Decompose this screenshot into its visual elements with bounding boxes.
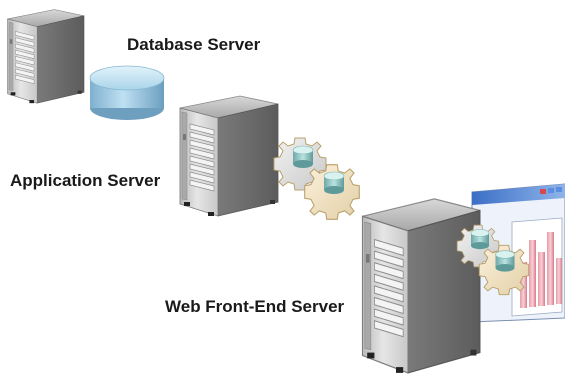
web-chart-bar-1 — [520, 262, 527, 308]
application-server-tower — [179, 95, 279, 217]
web-chart-bar-4 — [547, 232, 554, 305]
web-chart-bar-5 — [556, 258, 562, 304]
database-server-label: Database Server — [127, 35, 261, 54]
app-mini-database-icon-2 — [323, 171, 345, 195]
application-server-label: Application Server — [10, 171, 161, 190]
database-server-tower — [7, 9, 85, 104]
database-cylinder-icon — [89, 65, 165, 120]
web-chart-bar-3 — [538, 252, 545, 306]
web-mini-database-icon-2 — [495, 250, 515, 272]
web-front-end-server-label: Web Front-End Server — [165, 297, 345, 316]
web-chart-bar-2 — [529, 240, 536, 307]
web-server-tower — [361, 198, 481, 374]
app-mini-database-icon — [292, 145, 314, 169]
web-mini-database-icon — [470, 229, 490, 250]
